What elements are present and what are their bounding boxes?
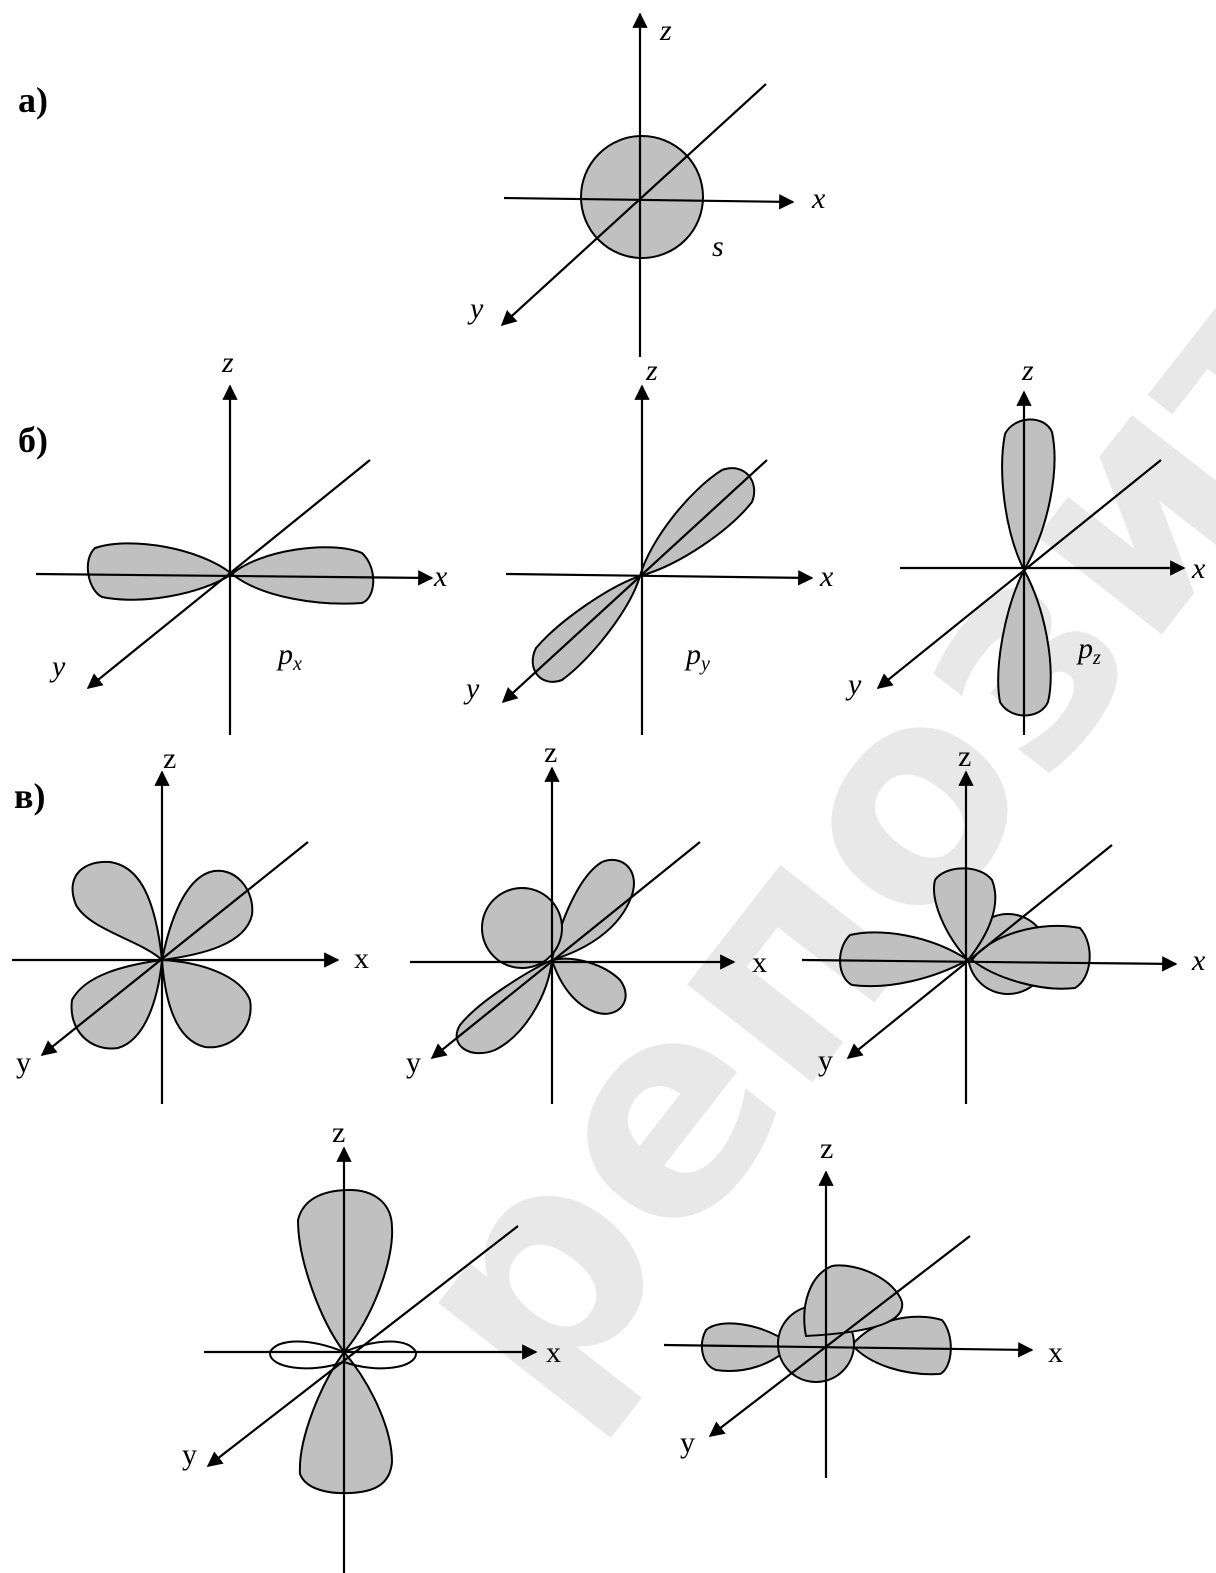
d3-lobe-left: [839, 931, 970, 988]
panel-c-label: в): [14, 776, 45, 816]
orbital-d5: z x y: [663, 1132, 1063, 1478]
z-axis-label: z: [645, 354, 658, 387]
z-axis-label: z: [820, 1132, 833, 1165]
y-axis-label: y: [467, 292, 484, 325]
orbital-label-py: py: [684, 638, 710, 675]
d1-lobe-lower-left: [70, 958, 164, 1050]
y-axis-label: y: [182, 1438, 197, 1471]
y-axis-label: y: [680, 1426, 695, 1459]
x-axis: [503, 194, 795, 210]
y-axis-label: y: [845, 668, 862, 701]
y-axis-label: y: [49, 650, 66, 683]
y-axis-label: y: [16, 1046, 31, 1079]
z-axis-label: z: [659, 14, 672, 47]
x-axis-label: x: [433, 560, 448, 593]
z-axis-label: z: [958, 740, 971, 773]
z-axis-label: z: [332, 1116, 345, 1149]
d1-lobe-lower-right: [160, 958, 252, 1049]
d1-lobe-upper-right: [160, 869, 254, 962]
orbital-d4: z x y: [182, 1116, 561, 1573]
px-lobe-negative: [86, 542, 234, 601]
x-axis-label: x: [354, 942, 369, 975]
d3-lobe-right: [970, 924, 1091, 990]
x-axis: [663, 1342, 1034, 1358]
y-axis-label: y: [406, 1046, 421, 1079]
x-axis: [35, 570, 434, 586]
px-lobe-positive: [230, 546, 375, 605]
z-axis-label: z: [163, 742, 176, 775]
orbital-d3: z x y: [801, 740, 1206, 1104]
orbital-label-px: px: [276, 638, 302, 675]
x-axis: [801, 956, 1178, 972]
y-axis-label: y: [818, 1044, 833, 1077]
panel-a-label: а): [18, 80, 48, 120]
x-axis-label: x: [1191, 944, 1206, 977]
orbital-px: z x y px: [35, 346, 448, 735]
y-axis: [40, 841, 309, 1056]
orbital-d2: z x y: [406, 736, 767, 1104]
x-axis-label: x: [819, 560, 834, 593]
z-axis-label: z: [221, 346, 234, 379]
d2-lobe-up: [550, 859, 635, 962]
y-axis: [500, 83, 767, 327]
x-axis-label: x: [1191, 552, 1206, 585]
d2-torus-sphere: [481, 887, 563, 969]
z-axis-label: z: [1021, 354, 1034, 387]
d4-lobe-down: [298, 1350, 394, 1495]
d3-lobe-up: [933, 867, 997, 962]
d2-lobe-down: [455, 958, 554, 1055]
y-axis: [206, 1225, 519, 1467]
panel-a: а) z x y s: [18, 12, 826, 357]
watermark: репозиторий БГМУ: [337, 0, 1216, 1462]
y-axis: [501, 459, 768, 704]
d1-lobe-upper-left: [71, 860, 164, 963]
orbital-py: z x y py: [463, 354, 834, 735]
orbital-pz: z x y pz: [845, 354, 1206, 735]
orbital-label-pz: pz: [1076, 632, 1101, 669]
z-axis-label: z: [544, 736, 557, 769]
x-axis-label: x: [811, 182, 826, 215]
panel-b-label: б): [18, 420, 48, 460]
y-axis: [430, 841, 701, 1059]
y-axis: [708, 1235, 971, 1437]
y-axis: [876, 459, 1162, 689]
y-axis: [86, 459, 371, 689]
orbital-label-s: s: [712, 230, 724, 263]
orbital-d1: z x y: [12, 742, 369, 1104]
d5-lobe-up: [803, 1264, 904, 1338]
x-axis-label: x: [1048, 1336, 1063, 1369]
y-axis-label: y: [463, 672, 480, 705]
x-axis-label: x: [546, 1336, 561, 1369]
y-axis: [846, 844, 1113, 1059]
x-axis: [505, 570, 814, 586]
pz-lobe-positive: [1001, 418, 1056, 573]
x-axis-label: x: [752, 946, 767, 979]
